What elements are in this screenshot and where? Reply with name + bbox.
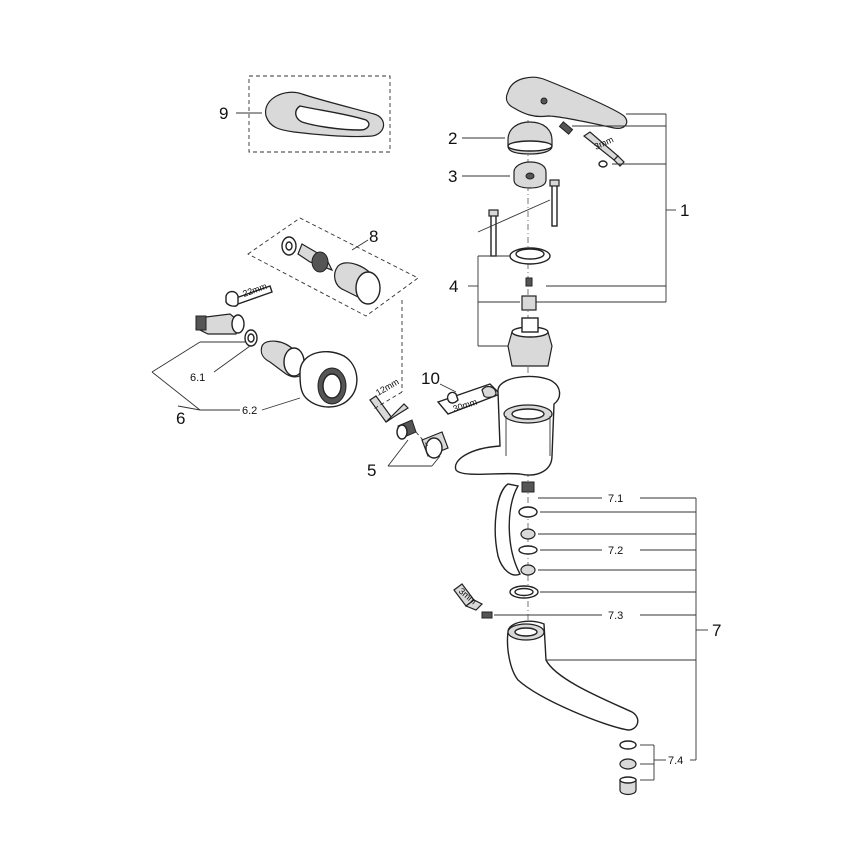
part-8-group: 8 <box>247 217 419 392</box>
aerator-insert <box>619 758 637 770</box>
callout-3: 3 <box>448 167 457 186</box>
callout-6-1: 6.1 <box>190 372 205 384</box>
nut-7 <box>520 528 536 540</box>
part-2-group: 2 <box>448 121 553 155</box>
part-8-frame <box>247 217 419 317</box>
callout-7-2: 7.2 <box>608 545 623 557</box>
hex-key-12-label: 12mm <box>374 377 401 398</box>
fixing-bolt-left <box>490 211 497 257</box>
callout-8: 8 <box>369 227 378 246</box>
part-4-group: 4 <box>449 199 553 367</box>
callout-9: 9 <box>219 104 228 123</box>
body-lower-shell <box>494 483 521 576</box>
o-ring-7-1 <box>521 481 535 493</box>
part-7-group: 3mm 7.1 7.2 7.3 7.4 <box>453 481 721 796</box>
aerator-housing <box>619 779 637 796</box>
spanner-22mm: 22mm <box>225 281 273 307</box>
aerator-washer <box>619 740 637 750</box>
hex-key-3mm-spout: 3mm <box>453 583 484 611</box>
part-1-group: 3mm 1 <box>505 76 689 303</box>
callout-2: 2 <box>448 129 457 148</box>
cap-screw <box>598 160 608 168</box>
callout-4: 4 <box>449 277 458 296</box>
part-10-group: 30mm 10 <box>421 369 502 415</box>
nut-7-b <box>520 564 536 576</box>
operating-lever <box>505 76 628 129</box>
cartridge-spindle <box>521 295 537 311</box>
part-9-frame <box>248 75 391 153</box>
mixer-body <box>454 375 561 576</box>
o-ring-7-2 <box>518 545 538 555</box>
callout-1: 1 <box>680 201 689 220</box>
fixing-bolt-right <box>551 181 558 227</box>
small-screw <box>525 277 533 287</box>
callout-10: 10 <box>421 369 440 388</box>
grub-screw <box>558 121 574 135</box>
callout-7-1: 7.1 <box>608 493 623 505</box>
swivel-spout <box>506 620 639 731</box>
grub-screw-spout <box>481 611 493 619</box>
callout-7: 7 <box>712 621 721 640</box>
callout-6: 6 <box>176 409 185 428</box>
callout-6-2: 6.2 <box>242 405 257 417</box>
part-9-group: 9 <box>219 75 391 153</box>
part-6-group: 22mm 6.1 6.2 6 <box>151 281 358 428</box>
callout-5: 5 <box>367 461 376 480</box>
seal-7-1 <box>518 506 538 518</box>
part-3-group: 3 <box>448 161 560 257</box>
callout-7-3: 7.3 <box>608 610 623 622</box>
callout-7-4: 7.4 <box>668 755 683 767</box>
part-5-group: 5 <box>367 419 449 480</box>
